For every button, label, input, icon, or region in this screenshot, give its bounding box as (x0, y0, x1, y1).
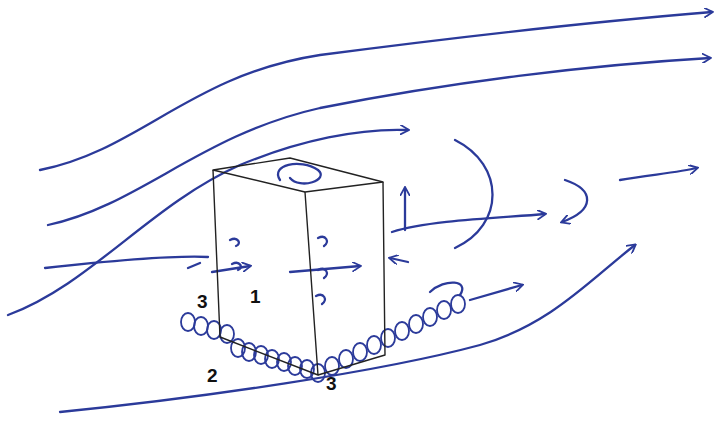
callout-number: 1 (250, 287, 261, 306)
building-block (213, 158, 385, 375)
flow-lines (8, 12, 712, 412)
callout-number: 3 (197, 292, 208, 311)
callout-number: 2 (207, 366, 218, 385)
callout-number: 3 (326, 374, 337, 393)
